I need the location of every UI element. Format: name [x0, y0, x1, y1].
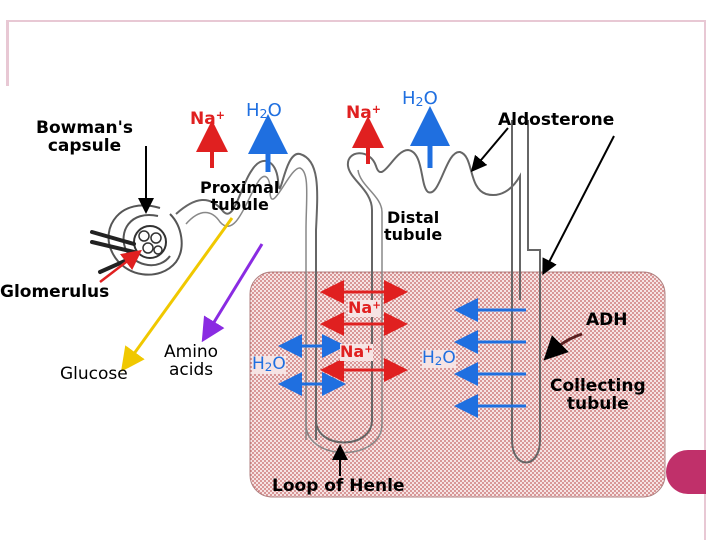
h2o-sub: 2 [259, 105, 268, 121]
na-ion-label-loop-1: Na+ [348, 298, 381, 317]
h2o-sub: 2 [264, 359, 273, 374]
na-ion-label-proximal: Na+ [190, 110, 225, 129]
bowmans-capsule-line-2: capsule [47, 135, 122, 156]
collecting-tubule-shape [511, 120, 541, 464]
h2o-label-medulla: H2O [422, 348, 456, 368]
amino-acids-label: Amino acids [164, 342, 219, 380]
distal-tubule-label: Distal tubule [384, 208, 443, 244]
proximal-tubule-label: Proximal tubule [200, 178, 280, 214]
bowmans-capsule-line-1: Bowman's [36, 118, 133, 138]
h2o-h: H [422, 348, 435, 368]
h2o-h: H [402, 88, 416, 109]
collecting-tubule-label: Collecting tubule [550, 376, 646, 414]
adh-label: ADH [586, 310, 628, 330]
distal-tubule-line-1: Distal [387, 208, 440, 227]
aldosterone-pointer-2 [542, 135, 615, 276]
arteriole-shape [90, 230, 138, 274]
h2o-h: H [252, 354, 265, 374]
na-ion-label-distal: Na+ [346, 104, 381, 123]
frame-left-rule [6, 20, 9, 86]
loop-of-henle-shape [315, 300, 373, 444]
glucose-label: Glucose [60, 364, 128, 384]
h2o-label-proximal: H2O [246, 100, 282, 121]
amino-acids-arrow [201, 243, 264, 343]
na-text: Na [346, 102, 372, 123]
collecting-tubule-line-2: tubule [566, 393, 629, 414]
na-text: Na [348, 298, 373, 317]
h2o-label-distal: H2O [402, 88, 438, 109]
proximal-tubule-line-1: Proximal [200, 178, 280, 197]
amino-acids-line-1: Amino [164, 342, 219, 362]
glomerulus-label: Glomerulus [0, 282, 110, 302]
distal-tubule-line-2: tubule [384, 224, 443, 244]
distal-tubule-shape [346, 148, 521, 300]
na-charge: + [372, 299, 381, 312]
frame-top-rule [6, 20, 706, 22]
glomerulus-pointer [99, 249, 142, 283]
frame-right-rule [704, 20, 706, 540]
collecting-tubule-line-1: Collecting [550, 376, 646, 396]
bowmans-capsule-label: Bowman's capsule [36, 118, 133, 156]
proximal-tubule-line-2: tubule [210, 194, 269, 214]
h2o-o: O [423, 88, 438, 109]
na-ion-label-loop-2: Na+ [340, 342, 373, 361]
slide-corner-accent [666, 450, 706, 494]
h2o-sub: 2 [434, 353, 443, 368]
h2o-h: H [246, 100, 260, 121]
na-charge: + [364, 343, 373, 356]
amino-acids-line-2: acids [168, 359, 214, 380]
glomerulus-shape [133, 225, 167, 259]
h2o-o: O [442, 348, 456, 368]
loop-of-henle-label: Loop of Henle [272, 476, 405, 496]
proximal-tubule-shape [175, 152, 319, 440]
aldosterone-label: Aldosterone [498, 110, 615, 130]
h2o-sub: 2 [415, 93, 424, 109]
h2o-label-loop: H2O [252, 354, 286, 374]
h2o-o: O [272, 354, 286, 374]
h2o-o: O [267, 100, 282, 121]
na-charge: + [371, 103, 381, 116]
adh-pointer [543, 332, 583, 361]
na-text: Na [190, 108, 216, 129]
na-text: Na [340, 342, 365, 361]
glucose-arrow [120, 217, 234, 372]
aldosterone-pointer-1 [470, 127, 509, 173]
na-charge: + [215, 109, 225, 122]
